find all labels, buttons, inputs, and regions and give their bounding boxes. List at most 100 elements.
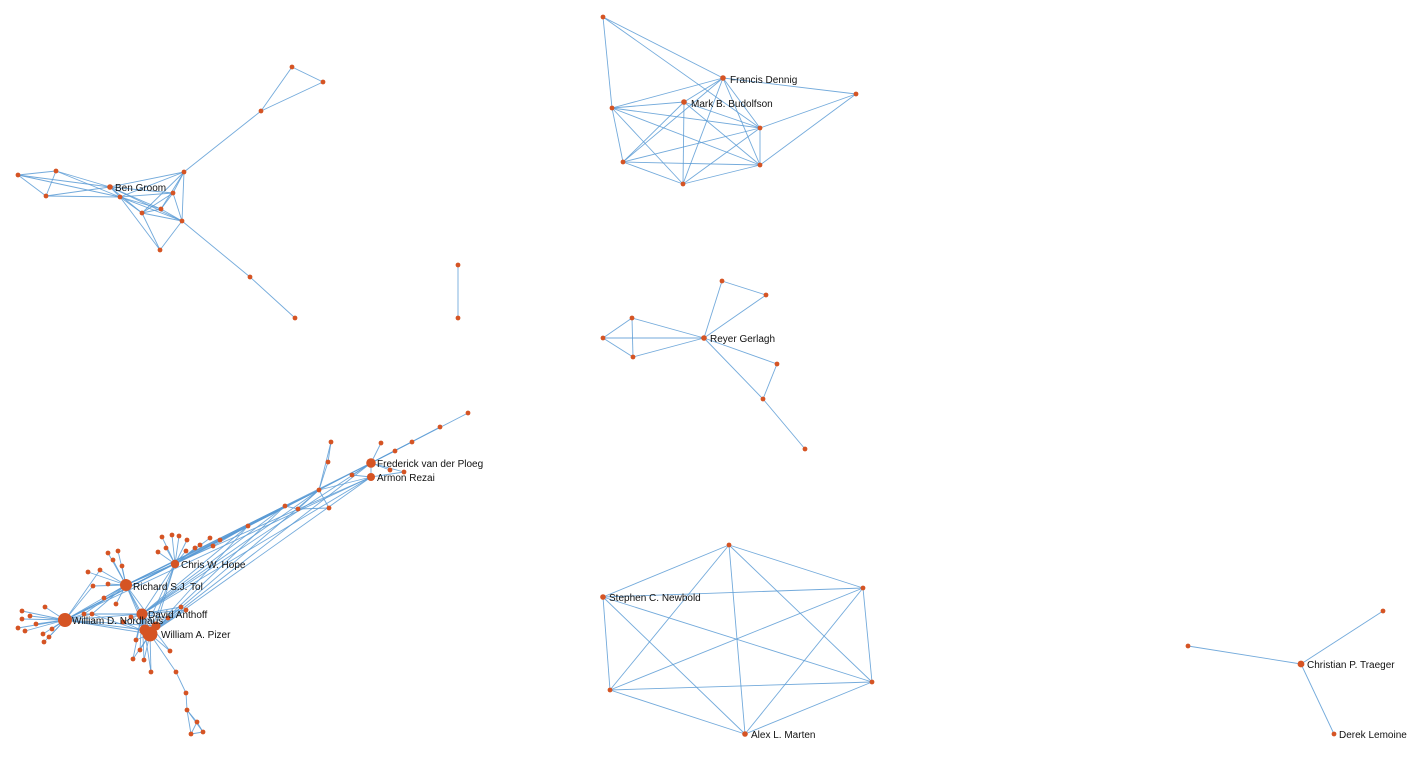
node-q4 [194,719,200,725]
node-g8 [117,194,123,200]
edge-g11-g12 [141,208,162,214]
edge-d3-d9 [759,93,857,166]
edge-d2-d5 [683,77,724,103]
node-c4 [163,545,169,551]
edge-H2-B [125,505,286,586]
edge-g12-g13 [160,208,183,222]
label-david-anthoff: David Anthoff [148,610,208,621]
edge-g11-g13 [141,212,183,222]
node-a1 [128,614,134,620]
node-H1 [316,487,322,493]
node-t8x [101,595,107,601]
node-C [170,559,180,569]
edge-a2-B [91,584,127,615]
node-n1 [42,604,48,610]
node-n9 [49,626,55,632]
edge-c1-C [171,534,176,565]
node-t3 [1297,660,1305,668]
edge-H2-Pz [149,505,286,635]
node-t4 [1331,731,1337,737]
label-christian-traeger: Christian P. Traeger [1307,660,1395,671]
edge-r3-r5 [631,317,634,358]
node-t1x [115,548,121,554]
edge-r7-r8 [762,363,778,400]
node-q2 [183,690,189,696]
edge-d3-d6 [759,93,857,129]
edge-h3-h5 [602,596,873,683]
edge-C-Pz2 [144,563,176,631]
edge-B-Pz2 [125,584,146,631]
edge-h1-h2 [728,544,864,589]
node-a3 [165,615,171,621]
edge-g14-g8 [119,196,161,251]
node-t1 [1380,608,1386,614]
node-R [367,473,375,481]
node-g11 [139,210,145,216]
label-stephen-newbold: Stephen C. Newbold [609,593,701,604]
node-h1 [726,542,732,548]
edge-R-N [64,476,372,621]
node-a6 [133,637,139,643]
node-U5 [378,440,384,446]
edge-h4-h5 [609,681,873,691]
edge-d2-d4 [611,77,724,109]
node-g3 [258,108,264,114]
edge-h3-h6 [602,596,746,735]
node-n3 [27,613,33,619]
node-t7x [105,581,111,587]
edge-B-N [64,584,127,621]
edge-d8-d9 [682,164,761,185]
edge-g5-g6 [45,170,57,197]
node-n5 [22,628,28,634]
node-d2 [720,75,726,81]
edge-g13-g15 [181,220,251,278]
node-H6 [217,537,223,543]
node-B [120,579,132,591]
node-U1 [465,410,471,416]
edge-H5-A [141,525,249,615]
node-U8 [349,472,355,478]
edge-g6-g7 [45,186,111,197]
node-h3 [600,594,606,600]
edge-g9-g11 [141,171,185,214]
node-a5 [183,607,189,613]
node-r9 [802,446,808,452]
node-a8 [130,656,136,662]
node-d5 [681,99,687,105]
edge-d4-d8 [611,107,684,185]
edge-d4-d5 [611,101,685,109]
node-c5 [155,549,161,555]
node-n7 [46,634,52,640]
edge-g9-g12 [160,171,185,210]
edge-g7-g9 [109,171,185,188]
node-q5 [188,731,194,737]
edge-h2-h3 [602,587,864,598]
edge-h3-h4 [602,596,611,691]
node-labels: Francis Dennig Mark B. Budolfson Ben Gro… [72,75,1407,741]
edge-g4-g8 [17,174,121,198]
node-U9 [387,467,393,473]
edge-r5-r6 [632,337,705,358]
node-g15 [247,274,253,280]
label-derek-lemoine: Derek Lemoine [1339,730,1407,741]
edge-R-U10 [370,471,405,478]
node-g6 [43,193,49,199]
edge-d1-d6 [602,16,761,129]
node-A [136,608,148,620]
edge-t6x-N [64,585,94,621]
edge-d7-d9 [622,161,761,166]
label-francis-dennig: Francis Dennig [730,75,797,86]
edge-g14-g13 [159,220,183,251]
edge-N-Pz [64,619,151,635]
node-c6 [183,548,189,554]
edge-g2-g3 [260,81,324,112]
edge-g8-g13 [119,196,183,222]
node-a0 [120,619,126,625]
edge-h1-h4 [609,544,730,691]
node-g12 [158,206,164,212]
edge-U6-H1 [318,441,332,491]
edge-r3-r4 [602,317,633,339]
node-a11 [167,648,173,654]
edge-h2-h6 [744,587,864,735]
